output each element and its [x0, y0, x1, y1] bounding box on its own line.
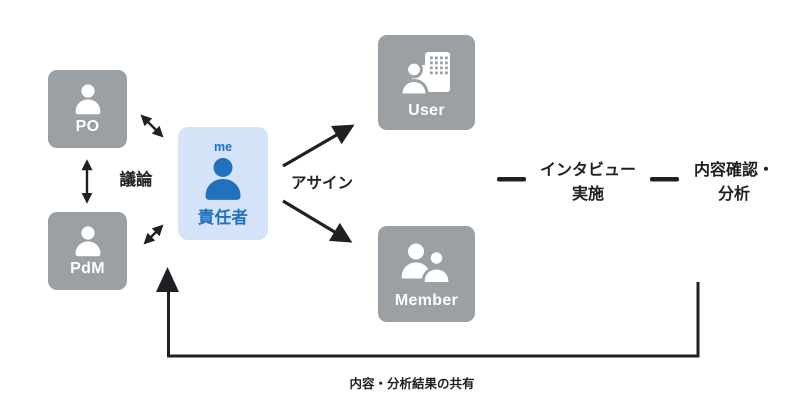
- person-back-icon: [401, 243, 430, 279]
- node-user-label: User: [408, 101, 445, 119]
- people-icon: [401, 243, 451, 285]
- node-member-label: Member: [394, 292, 459, 309]
- node-pdm-label: PdM: [70, 259, 105, 277]
- assign-arrow-user: [282, 124, 355, 168]
- node-owner: me 責任者: [178, 127, 268, 240]
- analysis-step-line2: 分析: [717, 185, 750, 203]
- po-owner-arrow: [140, 114, 164, 138]
- person-icon: [205, 157, 241, 200]
- me-badge: me: [213, 139, 233, 154]
- node-owner-label: 責任者: [197, 208, 249, 227]
- person-icon: [75, 83, 100, 114]
- node-member: Member: [378, 226, 475, 322]
- interview-step-line1: インタビュー: [539, 162, 636, 179]
- node-pdm: PdM: [48, 212, 127, 290]
- person-building-icon: [399, 51, 450, 96]
- pdm-owner-arrow: [143, 224, 164, 245]
- node-user: User: [378, 35, 475, 130]
- person-icon: [399, 60, 428, 96]
- discussion-label: 議論: [119, 171, 153, 189]
- analysis-step-label: 内容確認・ 分析: [674, 159, 794, 206]
- node-po-label: PO: [75, 117, 100, 135]
- node-po: PO: [48, 70, 127, 148]
- share-label: 内容・分析結果の共有: [349, 377, 475, 391]
- assign-arrow-member: [282, 199, 353, 243]
- assign-label: アサイン: [290, 175, 353, 192]
- building-windows: [429, 56, 448, 74]
- analysis-step-line1: 内容確認・: [693, 162, 774, 179]
- interview-step-line2: 実施: [571, 185, 604, 203]
- person-front-icon: [421, 249, 451, 285]
- person-icon: [75, 225, 100, 256]
- interview-step-label: インタビュー 実施: [528, 159, 648, 206]
- feedback-arrowhead: [156, 267, 179, 292]
- connector-dash-1: [497, 177, 526, 182]
